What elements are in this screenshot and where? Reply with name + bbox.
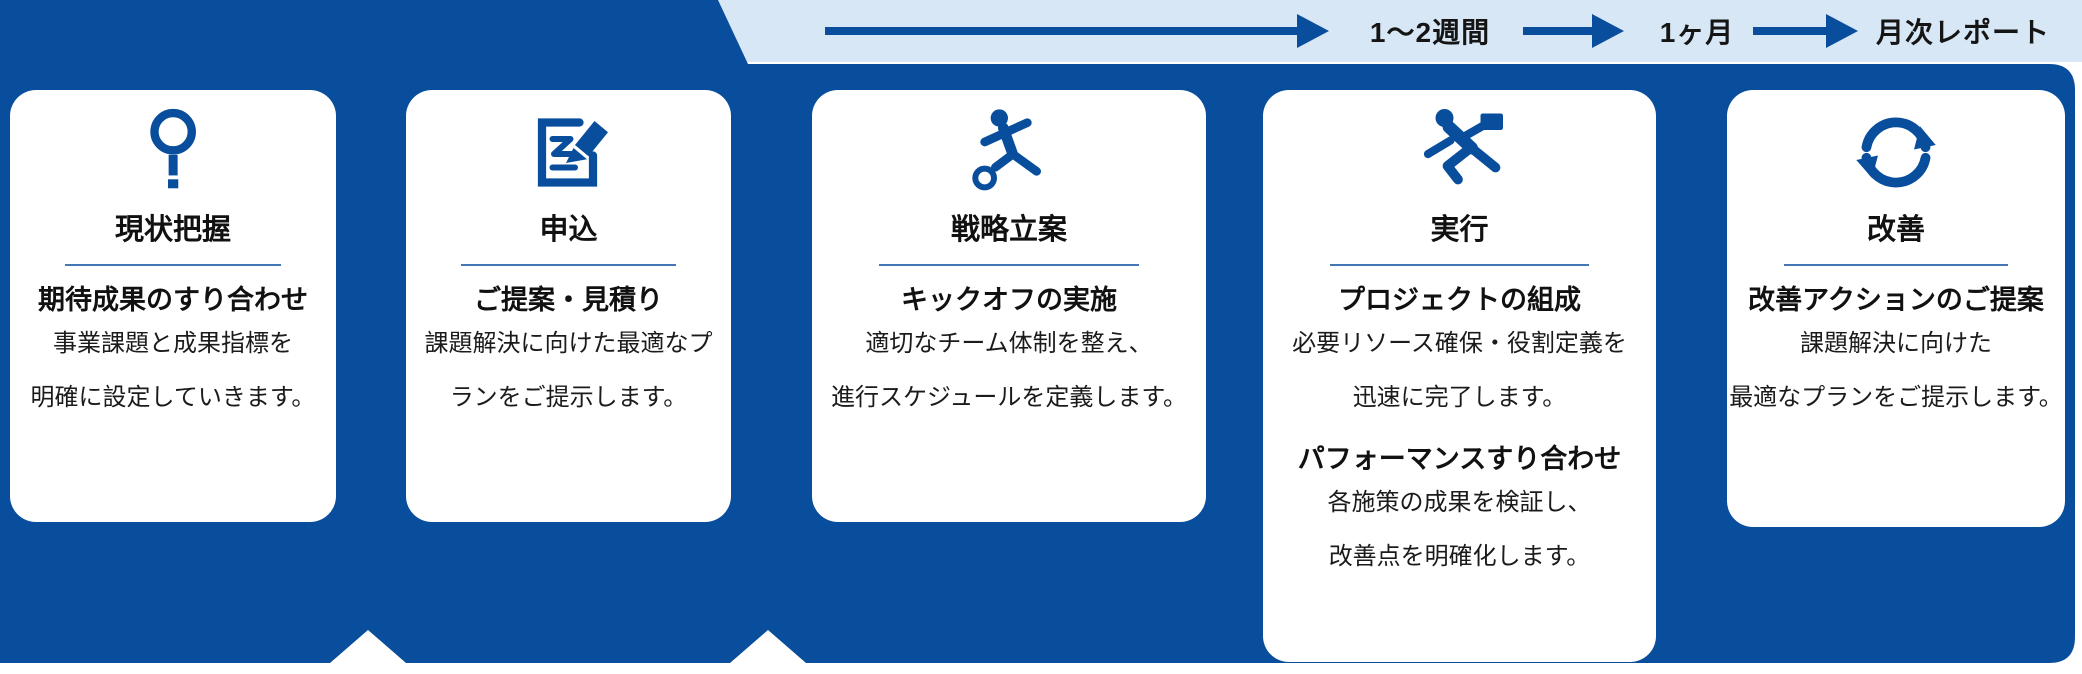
timeline-arrow-line	[1753, 27, 1827, 35]
magnifier-icon	[10, 104, 336, 198]
divider	[461, 264, 676, 266]
section-heading: 改善アクションのご提案	[1748, 285, 2044, 315]
step-title: 戦略立案	[950, 214, 1067, 246]
timeline-arrowhead-icon	[1592, 14, 1624, 48]
timeline-arrow-line	[825, 27, 1297, 35]
step-card-strategy: 戦略立案 キックオフの実施 適切なチーム体制を整え、 進行スケジュールを定義しま…	[812, 90, 1206, 522]
timeline-label-duration-1: 1〜2週間	[1369, 17, 1491, 48]
step-card-improvement: 改善 改善アクションのご提案 課題解決に向けた 最適なプランをご提示します。	[1727, 90, 2065, 527]
section-text-line: 各施策の成果を検証し、	[1327, 489, 1592, 516]
section-heading: ご提案・見積り	[474, 285, 663, 315]
section-heading: パフォーマンスすり合わせ	[1297, 444, 1622, 474]
timeline-arrowhead-icon	[1297, 14, 1329, 48]
step-card-current-state: 現状把握 期待成果のすり合わせ 事業課題と成果指標を 明確に設定していきます。	[10, 90, 336, 522]
step-section: 期待成果のすり合わせ 事業課題と成果指標を 明確に設定していきます。	[10, 278, 336, 425]
step-section: プロジェクトの組成 必要リソース確保・役割定義を 迅速に完了します。	[1263, 278, 1656, 425]
cycle-arrows-icon	[1727, 104, 2065, 198]
section-text-line: 課題解決に向けた最適なプ	[424, 330, 713, 357]
section-heading: 期待成果のすり合わせ	[38, 285, 308, 315]
timeline-label-duration-2: 1ヶ月	[1659, 17, 1735, 48]
step-title: 改善	[1866, 214, 1925, 246]
soccer-player-icon	[812, 104, 1206, 198]
edit-document-icon	[406, 104, 731, 198]
step-section: ご提案・見積り 課題解決に向けた最適なプ ランをご提示します。	[406, 278, 731, 425]
section-text-line: 事業課題と成果指標を	[53, 330, 293, 357]
step-section: キックオフの実施 適切なチーム体制を整え、 進行スケジュールを定義します。	[812, 278, 1206, 425]
step-title: 実行	[1430, 214, 1489, 246]
timeline-arrow-line	[1523, 27, 1593, 35]
step-title: 申込	[539, 214, 598, 246]
divider	[878, 264, 1140, 266]
running-businessman-icon	[1263, 104, 1656, 198]
timeline-arrowhead-icon	[1826, 14, 1858, 48]
divider	[1329, 264, 1590, 266]
step-title: 現状把握	[114, 214, 231, 246]
section-heading: キックオフの実施	[901, 285, 1117, 315]
section-text-line: 必要リソース確保・役割定義を	[1292, 330, 1627, 357]
step-card-execution: 実行 プロジェクトの組成 必要リソース確保・役割定義を 迅速に完了します。 パフ…	[1263, 90, 1656, 662]
section-text-line: 適切なチーム体制を整え、	[865, 330, 1153, 357]
step-section: 改善アクションのご提案 課題解決に向けた 最適なプランをご提示します。	[1727, 278, 2065, 425]
section-text-line: 明確に設定していきます。	[30, 384, 316, 411]
divider	[65, 264, 281, 266]
section-text-line: 課題解決に向けた	[1800, 330, 1992, 357]
section-heading: プロジェクトの組成	[1338, 285, 1581, 315]
timeline: 1〜2週間 1ヶ月 月次レポート	[0, 0, 2082, 62]
section-text-line: ランをご提示します。	[449, 384, 688, 411]
step-card-application: 申込 ご提案・見積り 課題解決に向けた最適なプ ランをご提示します。	[406, 90, 731, 522]
timeline-label-monthly-report: 月次レポート	[1875, 17, 2051, 48]
section-text-line: 改善点を明確化します。	[1328, 543, 1591, 570]
step-section: パフォーマンスすり合わせ 各施策の成果を検証し、 改善点を明確化します。	[1263, 437, 1656, 584]
section-text-line: 最適なプランをご提示します。	[1729, 384, 2063, 411]
divider	[1784, 264, 2008, 266]
section-text-line: 迅速に完了します。	[1352, 384, 1567, 411]
section-text-line: 進行スケジュールを定義します。	[831, 384, 1187, 411]
